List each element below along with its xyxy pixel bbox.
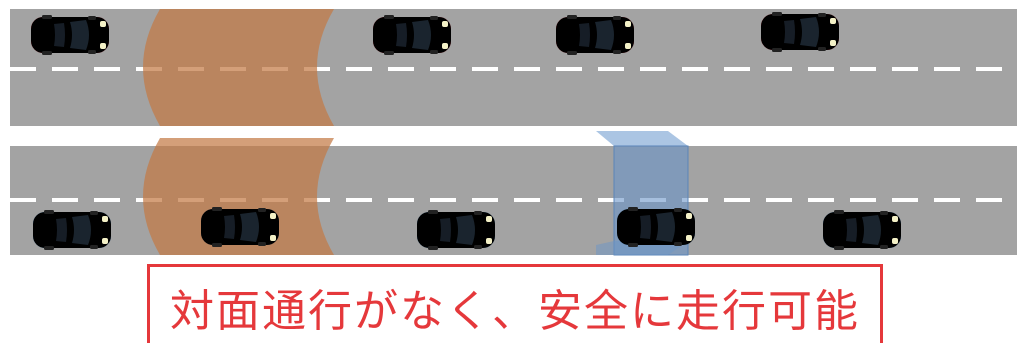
lower-car-group [33,207,901,250]
lower-car-1-car-icon [33,210,111,250]
caption-text: 対面通行がなく、安全に走行可能 [170,286,860,337]
caption-box: 対面通行がなく、安全に走行可能 [147,264,883,343]
upper-car-4-car-icon [761,12,839,52]
upper-car-group [31,12,839,55]
upper-car-3-car-icon [556,15,634,55]
tunnel-overlay-upper [143,9,334,126]
upper-car-1-car-icon [31,15,109,55]
lower-car-5-car-icon [823,210,901,250]
lower-car-4-car-icon [617,207,695,247]
tunnel-overlay-lower [143,138,334,255]
upper-car-2-car-icon [373,15,451,55]
lower-car-3-car-icon [417,210,495,250]
lower-car-2-car-icon [201,207,279,247]
